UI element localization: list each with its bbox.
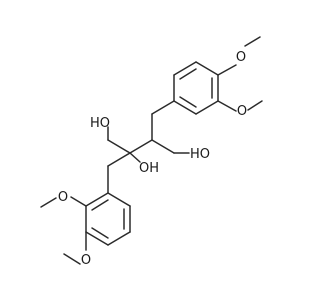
central-chain bbox=[107, 100, 190, 194]
structure-canvas: O O HO HO OH O O bbox=[40, 36, 263, 268]
hydroxyl-label: OH bbox=[139, 161, 159, 176]
upper-methoxy-groups bbox=[217, 36, 263, 112]
lower-aryl-ring bbox=[85, 192, 131, 246]
methoxy-oxygen-label: O bbox=[237, 104, 247, 119]
methoxy-oxygen-label: O bbox=[236, 50, 246, 65]
methoxy-oxygen-label: O bbox=[58, 190, 68, 205]
upper-aryl-ring bbox=[173, 61, 219, 115]
molecule-structure: O O HO HO OH O O bbox=[40, 36, 263, 268]
hydroxyl-label: HO bbox=[90, 116, 110, 131]
hydroxyl-label: HO bbox=[190, 147, 210, 162]
methoxy-oxygen-label: O bbox=[81, 253, 91, 268]
lower-methoxy-groups bbox=[40, 196, 87, 265]
